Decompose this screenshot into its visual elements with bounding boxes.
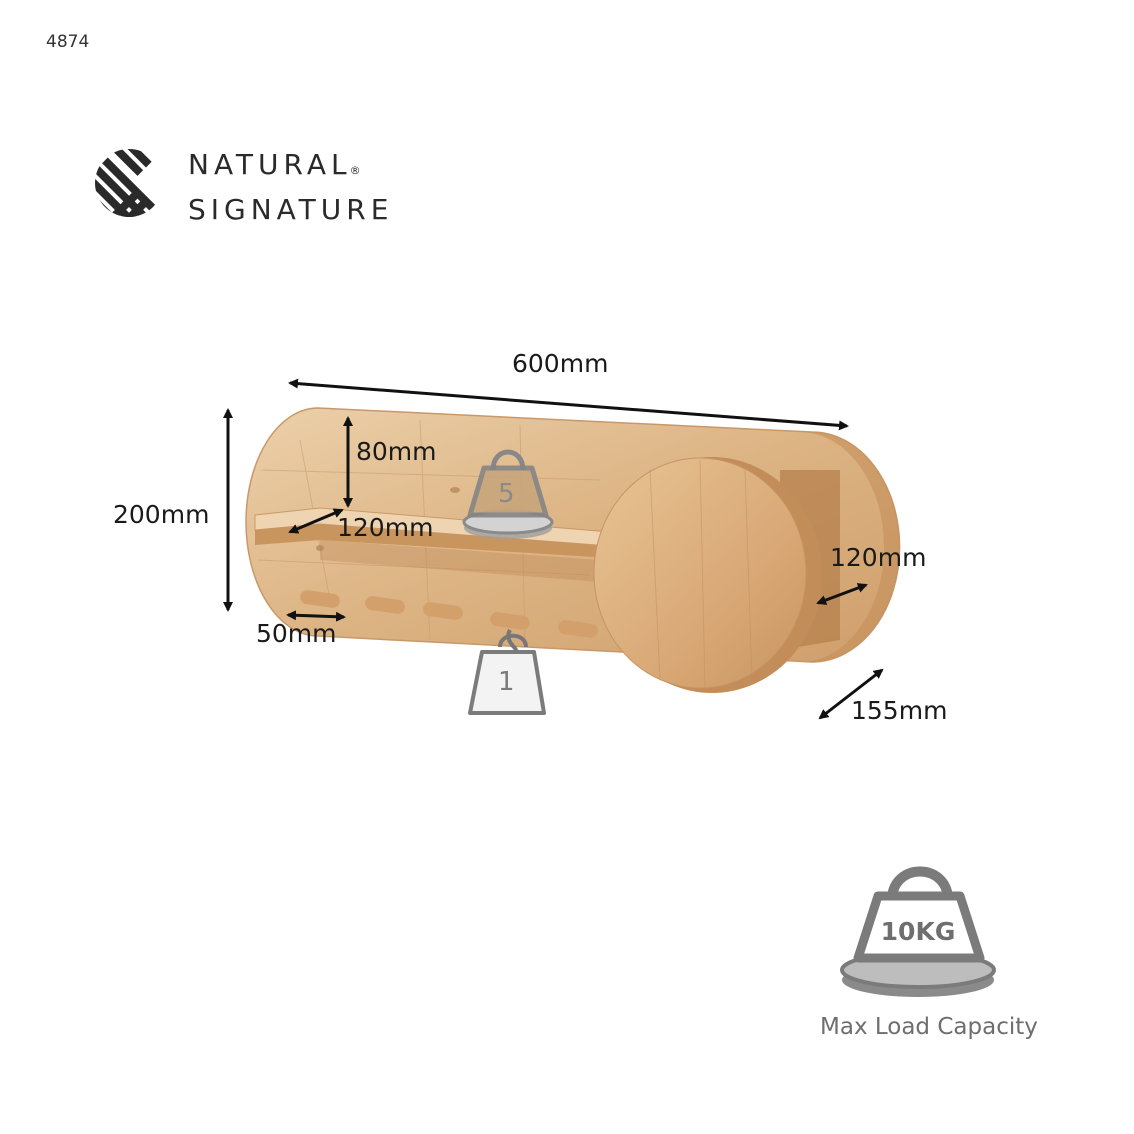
arrow-total-depth (818, 668, 884, 720)
max-load-label: Max Load Capacity (820, 1014, 1038, 1040)
shelf-weight-icon (462, 449, 554, 539)
brand-name: NATURAL® SIGNATURE (188, 142, 393, 232)
arrow-shelf-depth (288, 508, 344, 534)
pegs (300, 590, 598, 638)
max-weight-value: 10KG (880, 917, 956, 946)
peg-weight-value: 1 (498, 667, 515, 697)
shelf-height-label: 80mm (356, 437, 437, 466)
product-code: 4874 (46, 32, 90, 52)
arrow-peg-length (286, 610, 346, 622)
board-edge (800, 432, 900, 663)
peg-weight-icon (468, 628, 546, 715)
brand-line-2: SIGNATURE (188, 193, 394, 226)
height-label: 200mm (113, 500, 210, 529)
arrow-board-depth (816, 583, 868, 605)
round-board (593, 457, 807, 689)
registered-mark: ® (349, 164, 361, 177)
shelf-weight-value: 5 (498, 479, 515, 509)
board-depth-label: 120mm (830, 543, 927, 572)
max-load-weight-icon (840, 866, 996, 997)
brand-line-1: NATURAL® (188, 148, 361, 181)
total-depth-label: 155mm (851, 696, 948, 725)
width-label: 600mm (512, 349, 609, 378)
peg-length-label: 50mm (256, 619, 337, 648)
shelf-depth-label: 120mm (337, 513, 434, 542)
arrow-width (288, 378, 849, 431)
